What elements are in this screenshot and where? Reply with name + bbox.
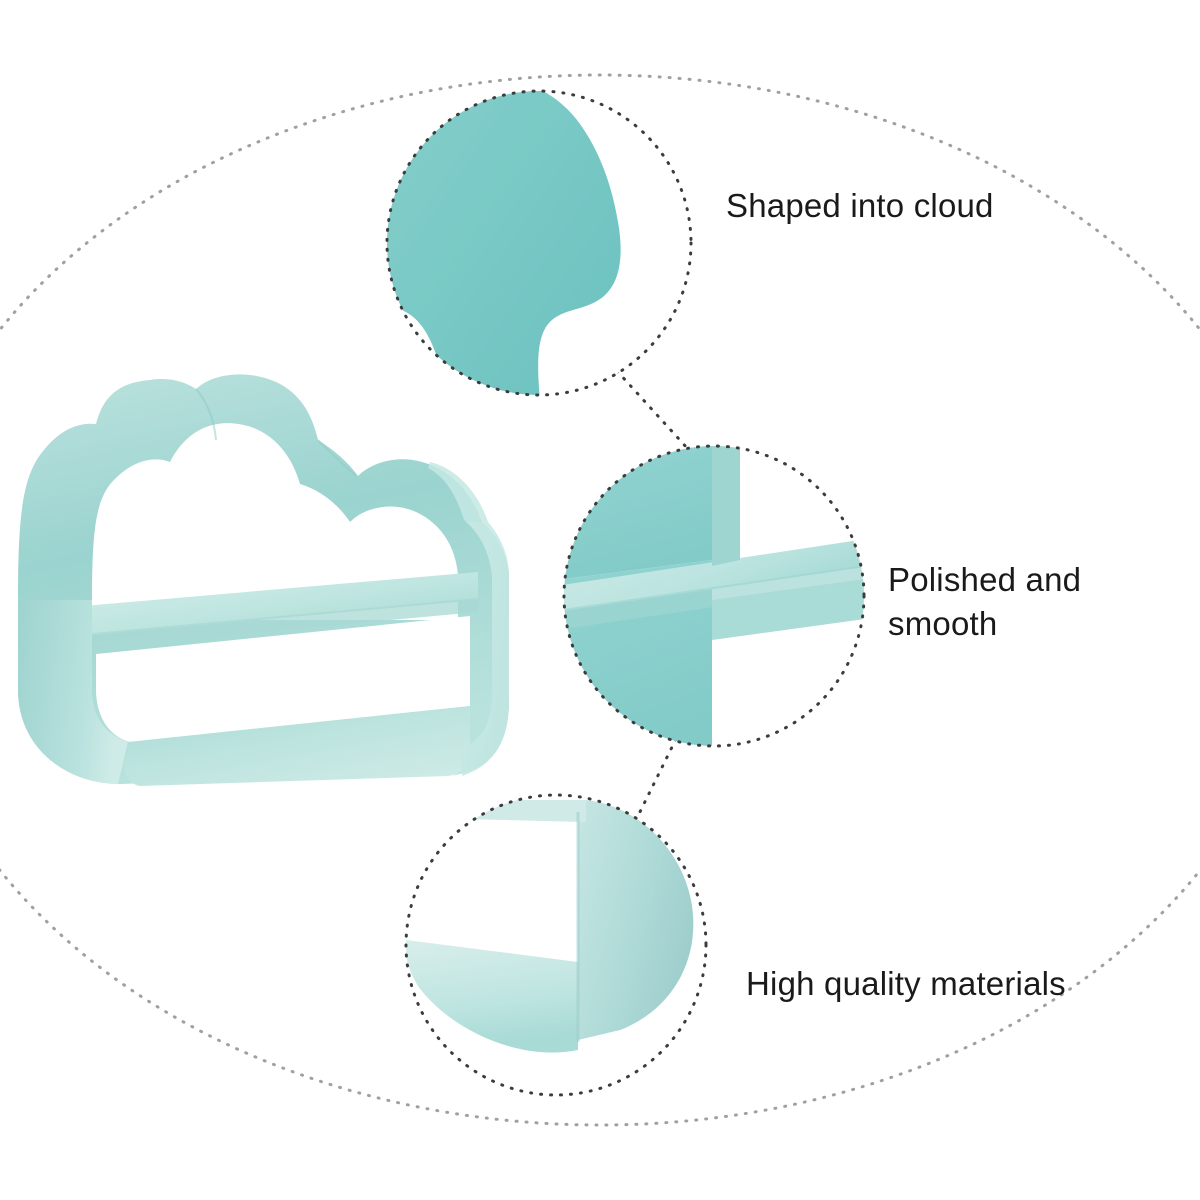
corner-top-strip: [420, 800, 586, 822]
cloud-inner-opening: [92, 423, 458, 620]
connector-2-3: [630, 737, 678, 830]
cloud-bump-seam-left: [195, 388, 217, 441]
cloud-edge-detail: [387, 91, 621, 395]
callout-3-ring: [404, 793, 708, 1097]
bottom-rail: [123, 706, 470, 786]
shelf-riser: [712, 446, 740, 566]
large-dotted-ellipse: [0, 73, 1200, 1127]
callout-2-ring: [562, 444, 866, 748]
shelf-plane-top: [564, 538, 864, 612]
shelf-lower-band: [712, 578, 864, 640]
upper-shelf-edge: [60, 598, 478, 650]
left-column: [18, 600, 128, 784]
corner-bottom-slab: [406, 940, 578, 1053]
callout-label-shaped-into-cloud: Shaped into cloud: [726, 187, 994, 224]
shelf-plane-edge: [564, 564, 864, 630]
callout-label-high-quality-materials: High quality materials: [746, 965, 1066, 1002]
corner-side-panel: [578, 800, 694, 1040]
callout-label-polished-and-smooth: Polished and smooth: [888, 561, 1082, 642]
cloud-bump-seam-mid: [317, 439, 357, 477]
callout-1-ring: [385, 89, 693, 397]
shelf-lower-void: [96, 616, 470, 742]
right-outer-face: [428, 462, 509, 776]
upper-shelf-plate: [60, 572, 478, 638]
